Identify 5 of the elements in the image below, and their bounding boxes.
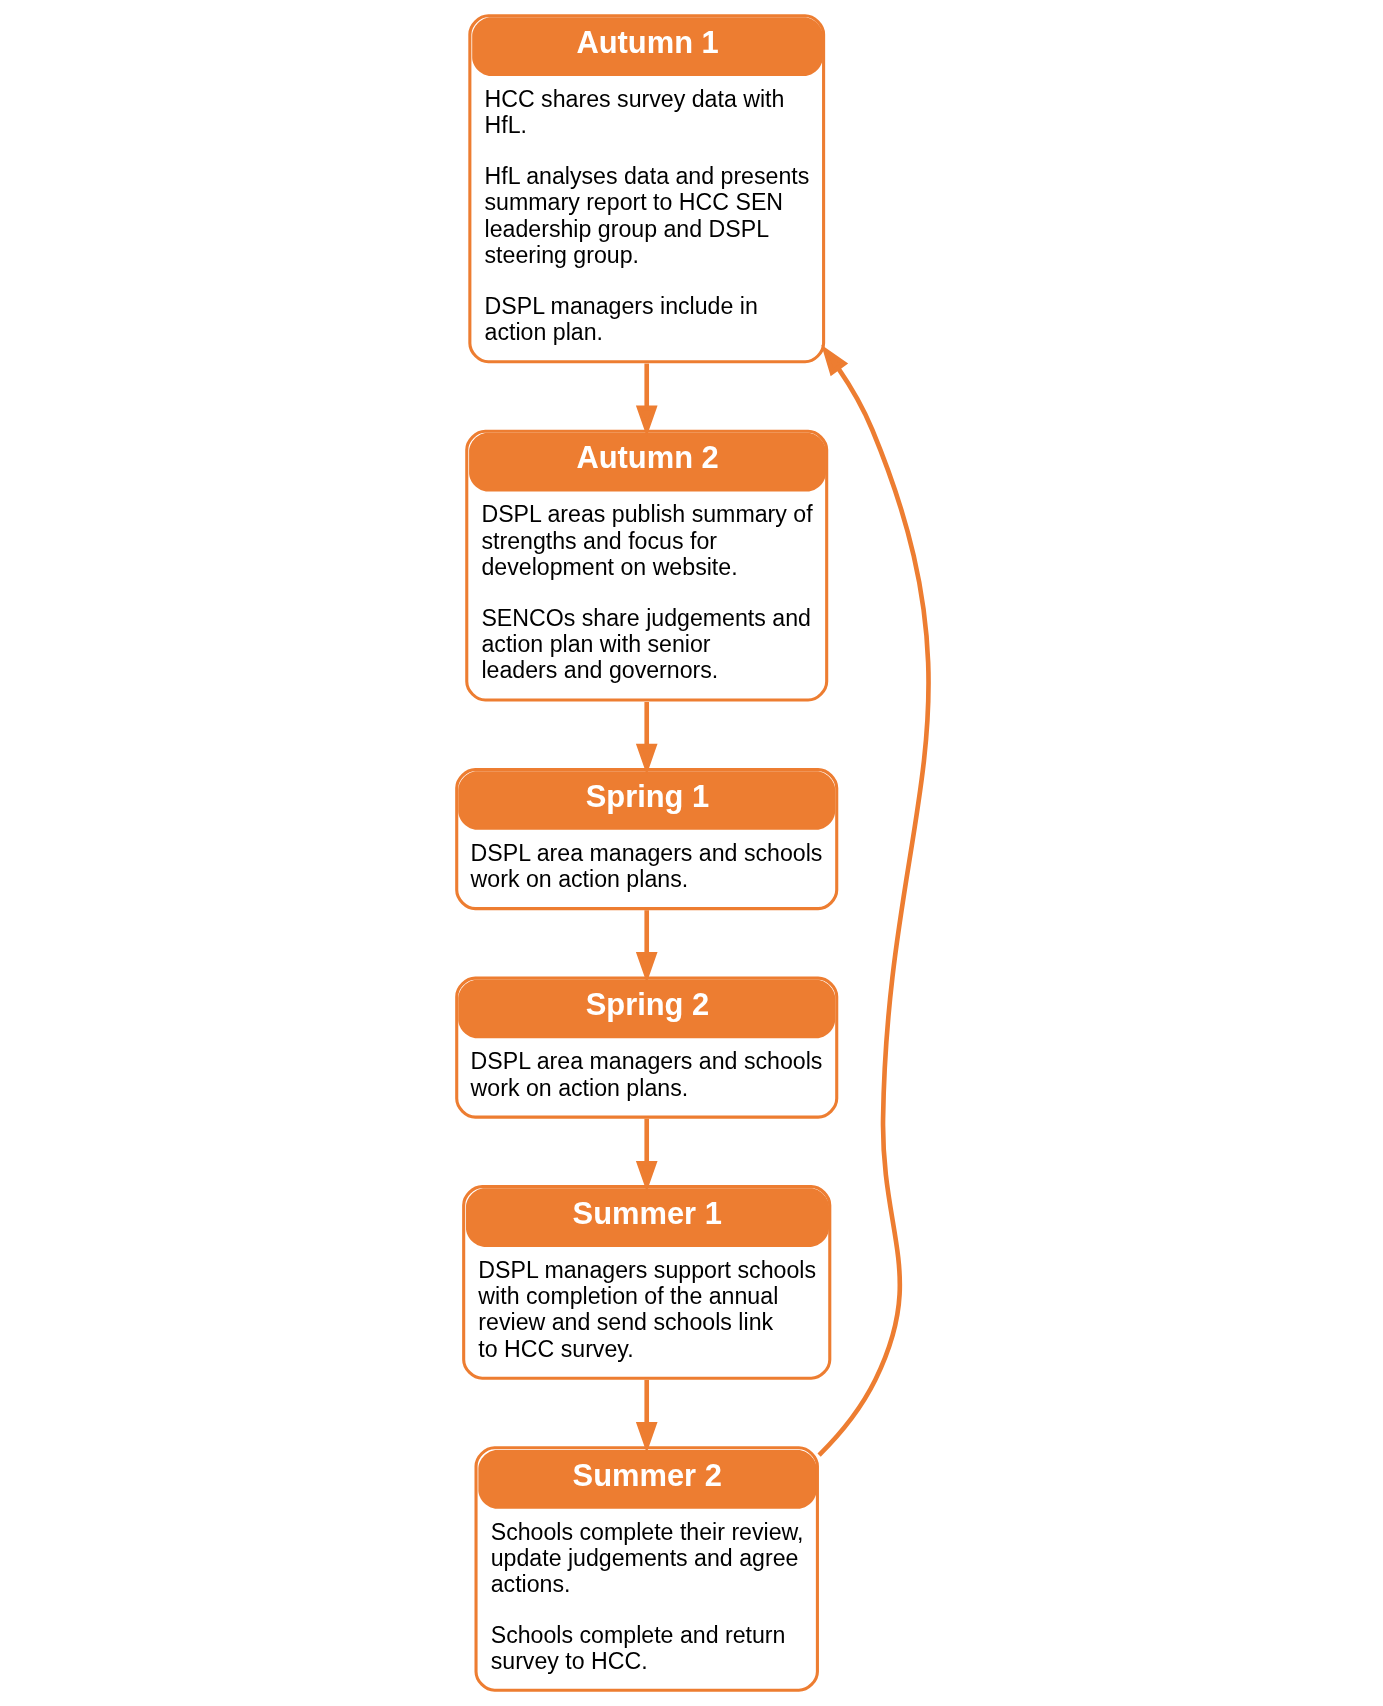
arrow	[635, 1379, 658, 1453]
arrow	[635, 1118, 658, 1192]
arrow	[635, 702, 658, 775]
arrow	[816, 344, 930, 1457]
arrow	[635, 910, 658, 983]
